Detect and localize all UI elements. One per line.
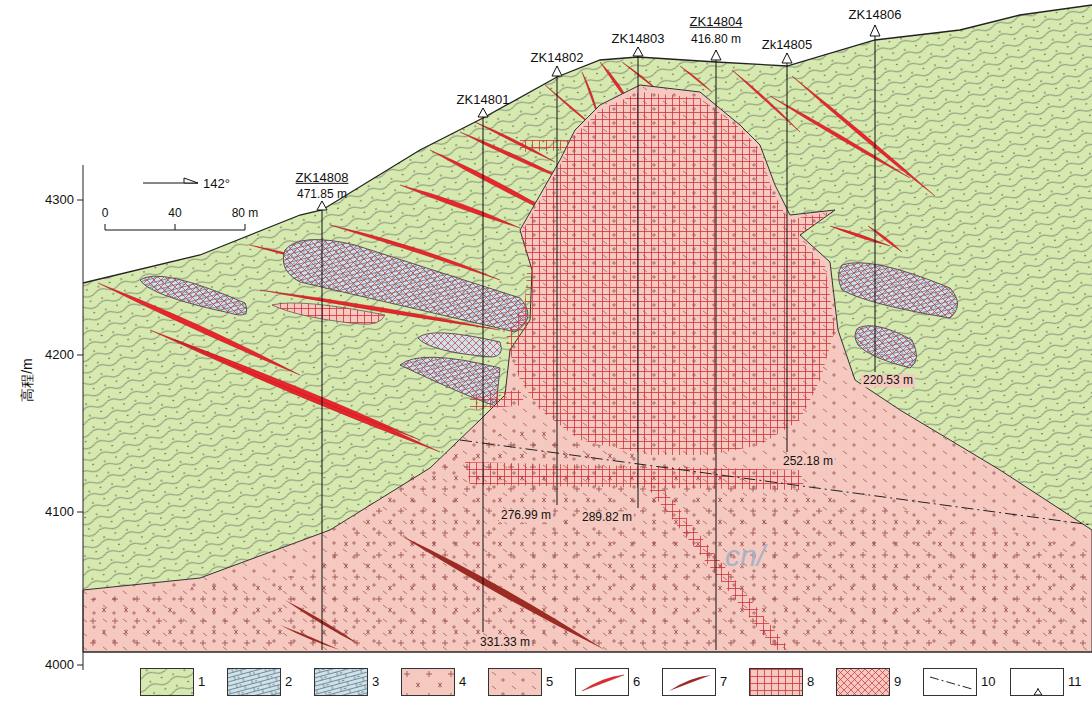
legend-number: 1 [198,675,205,689]
drill-hole-name: Zk14805 [762,38,813,52]
hole-depth: 289.82 m [580,511,634,524]
legend-number: 4 [459,675,466,689]
hole-depth: 471.85 m [297,188,347,201]
drill-hole-name: ZK14803 [612,32,665,46]
legend-swatch [1010,668,1064,696]
legend-number: 2 [285,675,292,689]
axis-tick-label: 4200 [45,348,74,362]
legend-swatch [575,668,629,696]
hole-depth: 276.99 m [499,509,553,522]
drill-hole-name: ZK14804 [690,15,743,29]
drill-hole-name: ZK14802 [531,51,584,65]
legend-swatch [662,668,716,696]
legend-swatch [140,668,194,696]
drill-hole-name: ZK14808 [296,171,349,185]
drill-hole-name: ZK14806 [849,8,902,22]
legend-swatch [836,668,890,696]
watermark: cn/ [725,539,765,572]
drill-hole-name: ZK14801 [457,93,510,107]
legend-number: 3 [372,675,379,689]
legend-number: 9 [894,675,901,689]
hole-depth: 220.53 m [861,374,915,387]
scale-number: 40 [168,207,181,220]
legend-number: 6 [633,675,640,689]
legend-number: 5 [546,675,553,689]
axis-title: 高程/m [20,358,35,402]
azimuth-label: 142° [203,177,230,191]
axis-tick-label: 4000 [45,658,74,672]
hole-depth: 416.80 m [691,33,741,46]
legend-number: 7 [720,675,727,689]
legend-swatch [488,668,542,696]
legend-swatch [227,668,281,696]
legend-swatch [314,668,368,696]
legend-number: 10 [981,675,995,689]
hole-depth: 252.18 m [781,455,835,468]
legend-number: 8 [807,675,814,689]
hole-depth: 331.33 m [478,636,532,649]
legend-swatch [401,668,455,696]
axis-tick-label: 4300 [45,193,74,207]
scale-number: 80 m [232,207,259,220]
axis-tick-label: 4100 [45,505,74,519]
legend-swatch [749,668,803,696]
scale-number: 0 [102,207,109,220]
legend-swatch [923,668,977,696]
legend-number: 11 [1068,675,1082,689]
